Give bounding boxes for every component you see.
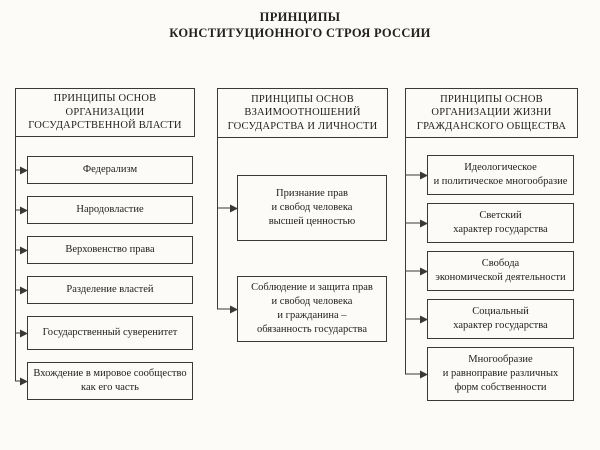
item-box: Многообразие и равноправие различных фор… [405, 347, 574, 401]
column-items: Идеологическое и политическое многообраз… [405, 155, 578, 401]
item-label: Идеологическое и политическое многообраз… [433, 162, 568, 187]
column-header-label: ПРИНЦИПЫ ОСНОВ ВЗАИМООТНОШЕНИЙ ГОСУДАРСТ… [227, 93, 378, 132]
item-box: Признание прав и свобод человека высшей … [217, 175, 387, 241]
item-box: Свобода экономической деятельности [405, 251, 574, 291]
item-label: Социальный характер государства [453, 306, 548, 331]
column-header-label: ПРИНЦИПЫ ОСНОВ ОРГАНИЗАЦИИ ГОСУДАРСТВЕНН… [28, 93, 182, 132]
diagram-title-line-2: КОНСТИТУЦИОННОГО СТРОЯ РОССИИ [169, 26, 431, 41]
item-label: Свобода экономической деятельности [435, 258, 566, 283]
arrow-right-icon [405, 314, 428, 325]
item-label: Народовластие [76, 204, 144, 216]
arrow-right-icon [15, 376, 28, 387]
item-label: Вхождение в мировое сообщество как его ч… [33, 368, 187, 393]
column-items: Признание прав и свобод человека высшей … [217, 175, 388, 342]
arrow-right-icon [15, 245, 28, 256]
item-label: Соблюдение и защита прав и свобод челове… [251, 282, 373, 335]
column-header: ПРИНЦИПЫ ОСНОВ ВЗАИМООТНОШЕНИЙ ГОСУДАРСТ… [217, 88, 388, 138]
arrow-right-icon [217, 203, 238, 214]
item-label: Федерализм [82, 164, 138, 176]
item-label: Многообразие и равноправие различных фор… [442, 354, 559, 393]
connector-line [405, 137, 406, 374]
item-label: Признание прав и свобод человека высшей … [268, 188, 356, 227]
arrow-right-icon [15, 328, 28, 339]
arrow-right-icon [405, 266, 428, 277]
item-box: Разделение властей [15, 276, 193, 304]
item-box: Светский характер государства [405, 203, 574, 243]
column-state-and-person: ПРИНЦИПЫ ОСНОВ ВЗАИМООТНОШЕНИЙ ГОСУДАРСТ… [217, 88, 388, 342]
column-header: ПРИНЦИПЫ ОСНОВ ОРГАНИЗАЦИИ ГОСУДАРСТВЕНН… [15, 88, 195, 137]
arrow-right-icon [15, 165, 28, 176]
arrow-right-icon [15, 285, 28, 296]
arrow-right-icon [405, 170, 428, 181]
diagram-title-line-1: ПРИНЦИПЫ [259, 10, 341, 24]
item-box: Вхождение в мировое сообщество как его ч… [15, 362, 193, 400]
arrow-right-icon [217, 304, 238, 315]
column-header: ПРИНЦИПЫ ОСНОВ ОРГАНИЗАЦИИ ЖИЗНИ ГРАЖДАН… [405, 88, 578, 138]
column-state-power: ПРИНЦИПЫ ОСНОВ ОРГАНИЗАЦИИ ГОСУДАРСТВЕНН… [15, 88, 195, 400]
item-label: Светский характер государства [453, 210, 548, 235]
arrow-right-icon [405, 218, 428, 229]
column-header-label: ПРИНЦИПЫ ОСНОВ ОРГАНИЗАЦИИ ЖИЗНИ ГРАЖДАН… [416, 93, 567, 132]
connector-line [15, 136, 16, 381]
item-box: Народовластие [15, 196, 193, 224]
item-box: Идеологическое и политическое многообраз… [405, 155, 574, 195]
item-label: Верховенство права [65, 244, 155, 256]
item-box: Соблюдение и защита прав и свобод челове… [217, 276, 387, 342]
item-box: Верховенство права [15, 236, 193, 264]
item-label: Разделение властей [66, 284, 154, 296]
item-box: Федерализм [15, 156, 193, 184]
connector-line [217, 137, 218, 309]
arrow-right-icon [15, 205, 28, 216]
diagram-title: ПРИНЦИПЫ КОНСТИТУЦИОННОГО СТРОЯ РОССИИ [0, 9, 600, 42]
arrow-right-icon [405, 369, 428, 380]
column-civil-society: ПРИНЦИПЫ ОСНОВ ОРГАНИЗАЦИИ ЖИЗНИ ГРАЖДАН… [405, 88, 578, 401]
item-label: Государственный суверенитет [42, 327, 178, 339]
item-box: Социальный характер государства [405, 299, 574, 339]
item-box: Государственный суверенитет [15, 316, 193, 350]
